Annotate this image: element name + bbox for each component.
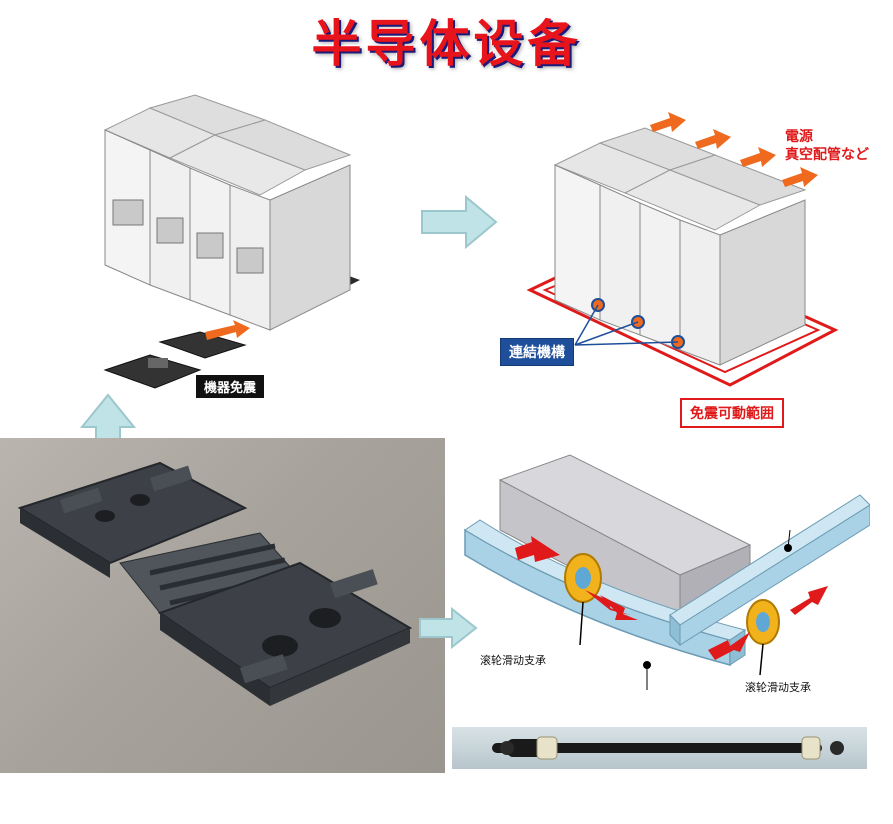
isolation-device-photo [0, 438, 445, 773]
linking-mechanism-label: 連結機構 [500, 338, 574, 366]
equipment-cabinets-illustration [103, 94, 360, 331]
linked-cabinets-illustration [526, 112, 839, 387]
device-isolation-label: 機器免震 [196, 375, 265, 398]
page-title: 半导体设备 [311, 15, 582, 73]
damper-photo [452, 727, 867, 769]
roller-bearing-diagram [464, 454, 870, 690]
roller-bearing-label-right: 滚轮滑动支承 [745, 681, 811, 694]
isolation-range-label: 免震可動範囲 [680, 398, 784, 428]
roller-bearing-label-left: 滚轮滑动支承 [480, 654, 546, 667]
isolation-plate-illustration [103, 320, 250, 389]
arrow-right-icon [421, 195, 498, 249]
utilities-label-line1: 電源 [785, 129, 813, 145]
arrow-right-small-icon [419, 607, 478, 649]
utilities-label: 電源 真空配管など [785, 128, 869, 164]
utilities-label-line2: 真空配管など [785, 147, 869, 163]
